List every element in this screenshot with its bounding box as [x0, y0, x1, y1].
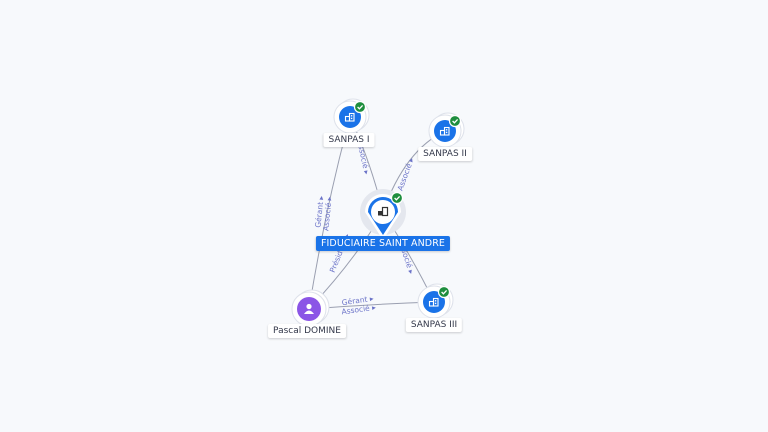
node-sanpas2[interactable]	[428, 112, 465, 148]
node-sanpas1[interactable]	[333, 98, 370, 134]
building-icon	[344, 112, 355, 122]
building-icon	[428, 297, 439, 307]
node-label-fiduciaire[interactable]: FIDUCIAIRE SAINT ANDRE	[315, 236, 451, 251]
edge-label: Associé ▸	[321, 196, 334, 231]
building-icon	[378, 206, 389, 217]
node-pascal[interactable]	[291, 289, 330, 327]
node-label-sanpas2[interactable]: SANPAS II	[418, 147, 472, 161]
node-label-sanpas1[interactable]: SANPAS I	[323, 133, 375, 147]
edge-label: Associé ▸	[396, 156, 416, 192]
edge-label: Gérant ▸	[341, 294, 374, 307]
node-label-sanpas3[interactable]: SANPAS III	[405, 318, 463, 332]
node-fiduciaire[interactable]	[360, 189, 406, 240]
edge-label: Gérant ▸	[313, 195, 325, 228]
person-icon	[304, 303, 314, 314]
building-icon	[439, 126, 450, 136]
nodes-layer	[291, 98, 465, 327]
verified-check-icon	[353, 100, 367, 114]
verified-check-icon	[437, 285, 451, 299]
node-sanpas3[interactable]	[417, 283, 454, 319]
verified-check-icon	[448, 114, 462, 128]
verified-check-icon	[390, 191, 404, 205]
node-label-pascal[interactable]: Pascal DOMINE	[268, 324, 346, 338]
